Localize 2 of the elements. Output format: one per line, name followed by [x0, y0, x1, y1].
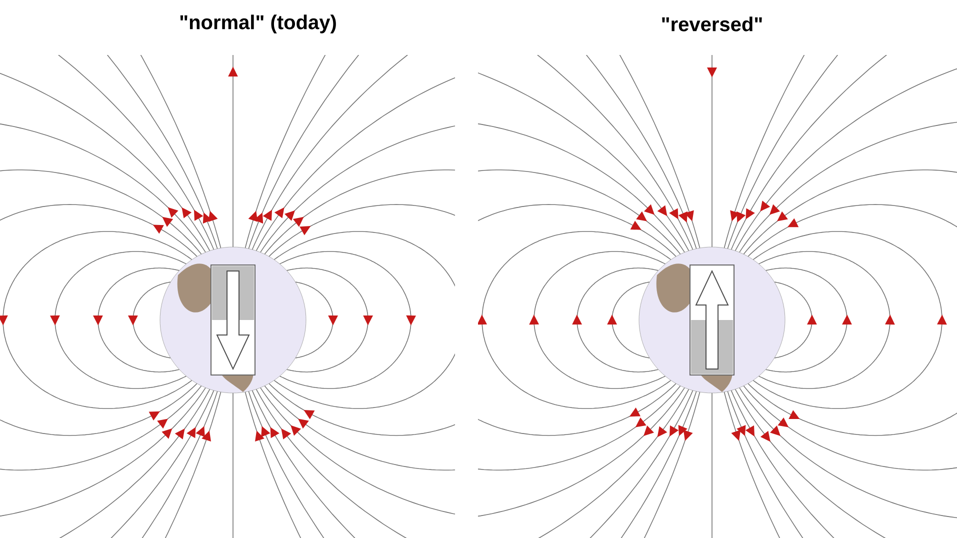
- panel-heading: "reversed": [658, 14, 766, 34]
- panel-heading: "normal" (today): [177, 12, 339, 36]
